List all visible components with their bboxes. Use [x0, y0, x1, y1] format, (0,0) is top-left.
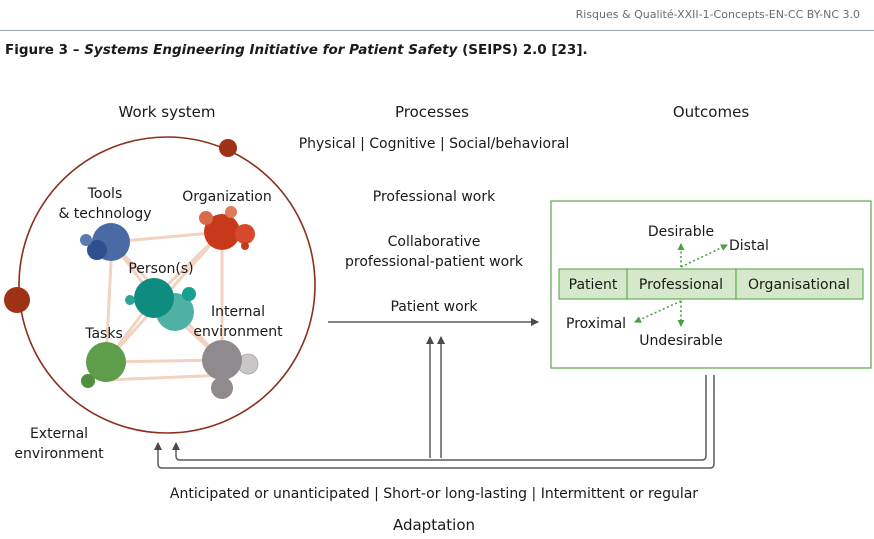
adaptation-qualifiers: Anticipated or unanticipated | Short-or …: [170, 486, 698, 502]
tools-cluster: [80, 223, 130, 261]
outcome-cell-professional-bg: [626, 268, 737, 300]
process-types: Physical | Cognitive | Social/behavioral: [299, 136, 570, 152]
label-external-2: environment: [14, 446, 104, 462]
label-organization: Organization: [182, 189, 272, 205]
organization-cluster: [199, 206, 255, 250]
outcome-distal: Distal: [729, 238, 769, 254]
process-collab-2: professional-patient work: [345, 254, 524, 270]
outcome-cell-organisational: Organisational: [748, 277, 850, 293]
adaptation-loops: [154, 336, 715, 469]
col-processes: Processes: [395, 103, 469, 121]
outcome-cell-professional: Professional: [639, 277, 723, 293]
label-tools-1: Tools: [87, 186, 123, 202]
label-external-1: External: [30, 426, 88, 442]
caption-title: Systems Engineering Initiative for Patie…: [84, 42, 458, 58]
outcome-undesirable: Undesirable: [639, 333, 723, 349]
ring-dot-left: [4, 287, 30, 313]
outcome-desirable: Desirable: [648, 224, 714, 240]
work-system-circle: [18, 136, 316, 434]
adaptation-label: Adaptation: [393, 516, 475, 534]
process-patient: Patient work: [390, 299, 478, 315]
header-divider: [0, 30, 874, 31]
outcome-proximal: Proximal: [566, 316, 626, 332]
ring-dot-top: [219, 139, 237, 157]
outcome-cell-organisational-bg: [735, 268, 864, 300]
label-internal-2: environment: [193, 324, 283, 340]
process-professional: Professional work: [373, 189, 496, 205]
process-collab-1: Collaborative: [388, 234, 481, 250]
caption-prefix: Figure 3 –: [5, 42, 85, 58]
caption-suffix: (SEIPS) 2.0 [23].: [457, 42, 588, 58]
internal-environment-cluster: [202, 340, 259, 399]
col-outcomes: Outcomes: [673, 103, 749, 121]
tasks-cluster: [81, 342, 126, 388]
persons-cluster: [125, 278, 196, 331]
outcome-cell-patient: Patient: [569, 277, 618, 293]
col-work-system: Work system: [119, 103, 216, 121]
label-persons: Person(s): [128, 261, 193, 277]
label-internal-1: Internal: [211, 304, 265, 320]
header-source: Risques & Qualité-XXII-1-Concepts-EN-CC …: [575, 8, 860, 21]
label-tasks: Tasks: [84, 326, 123, 342]
label-tools-2: & technology: [58, 206, 151, 222]
figure-caption: Figure 3 – Systems Engineering Initiativ…: [5, 42, 588, 58]
outcome-cell-patient-bg: [558, 268, 628, 300]
outcome-dimension-arrows: [634, 243, 728, 327]
